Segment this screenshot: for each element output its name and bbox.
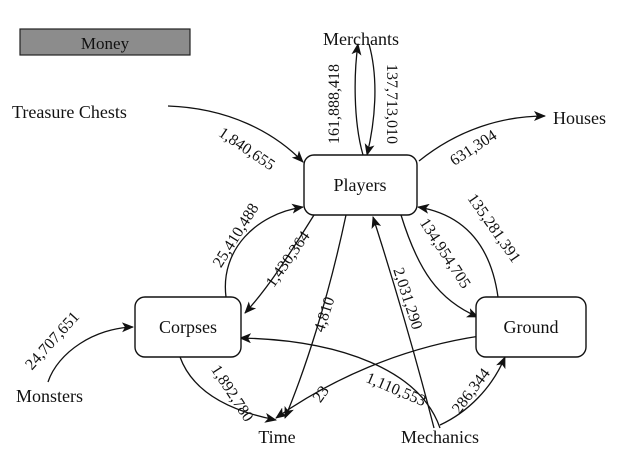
edge-label-players-to-corpses: 1,430,364 <box>263 228 314 290</box>
edge-players-to-ground <box>400 214 479 318</box>
edge-label-mechanics-to-players: 2,031,290 <box>389 266 425 332</box>
corpses-node <box>134 296 242 358</box>
edge-label-merchants-to-players: 137,713,010 <box>383 64 400 144</box>
ground-label: Ground <box>504 317 559 337</box>
edge-label-corpses-to-time: 1,892,780 <box>207 362 256 425</box>
edge-label-players-to-ground: 134,954,705 <box>416 215 474 291</box>
treasure-chests-label: Treasure Chests <box>12 102 127 122</box>
edge-players-to-corpses <box>244 214 315 314</box>
edge-players-to-time <box>284 214 347 419</box>
edge-label-mechanics-to-ground: 286,344 <box>449 365 494 417</box>
ground-node <box>475 296 587 358</box>
corpses-label: Corpses <box>159 317 217 337</box>
players-node <box>303 154 418 216</box>
edge-label-ground-to-time: 23 <box>310 383 333 406</box>
monsters-label: Monsters <box>16 386 83 406</box>
edge-label-treasure-chests-to-players: 1,840,655 <box>215 124 278 174</box>
legend-swatch <box>19 28 191 56</box>
houses-label: Houses <box>553 108 606 128</box>
edge-merchants-to-players <box>364 43 376 156</box>
merchants-label: Merchants <box>323 29 399 49</box>
edge-ground-to-time <box>275 335 481 419</box>
edge-label-players-to-time: 4,810 <box>311 295 338 334</box>
edge-label-monsters-to-corpses: 24,707,651 <box>22 309 83 374</box>
edge-label-players-to-merchants: 161,888,418 <box>326 64 343 144</box>
edge-label-players-to-houses: 631,304 <box>447 127 500 170</box>
edge-label-ground-to-players: 135,281,391 <box>464 191 524 266</box>
edge-ground-to-players <box>417 203 499 298</box>
edge-label-corpses-to-players: 25,410,488 <box>210 201 263 271</box>
edge-players-to-merchants <box>351 43 364 156</box>
mechanics-label: Mechanics <box>401 427 479 447</box>
edge-mechanics-to-players <box>371 216 435 429</box>
edge-monsters-to-corpses <box>47 322 134 383</box>
time-label: Time <box>258 427 295 447</box>
edge-mechanics-to-corpses <box>239 333 441 429</box>
edge-mechanics-to-ground <box>439 356 506 426</box>
players-label: Players <box>334 175 387 195</box>
edge-players-to-houses <box>418 111 546 162</box>
edge-treasure-chests-to-players <box>167 105 304 163</box>
edge-corpses-to-time <box>179 356 277 423</box>
edge-corpses-to-players <box>224 203 304 298</box>
legend-label: Money <box>81 34 130 53</box>
